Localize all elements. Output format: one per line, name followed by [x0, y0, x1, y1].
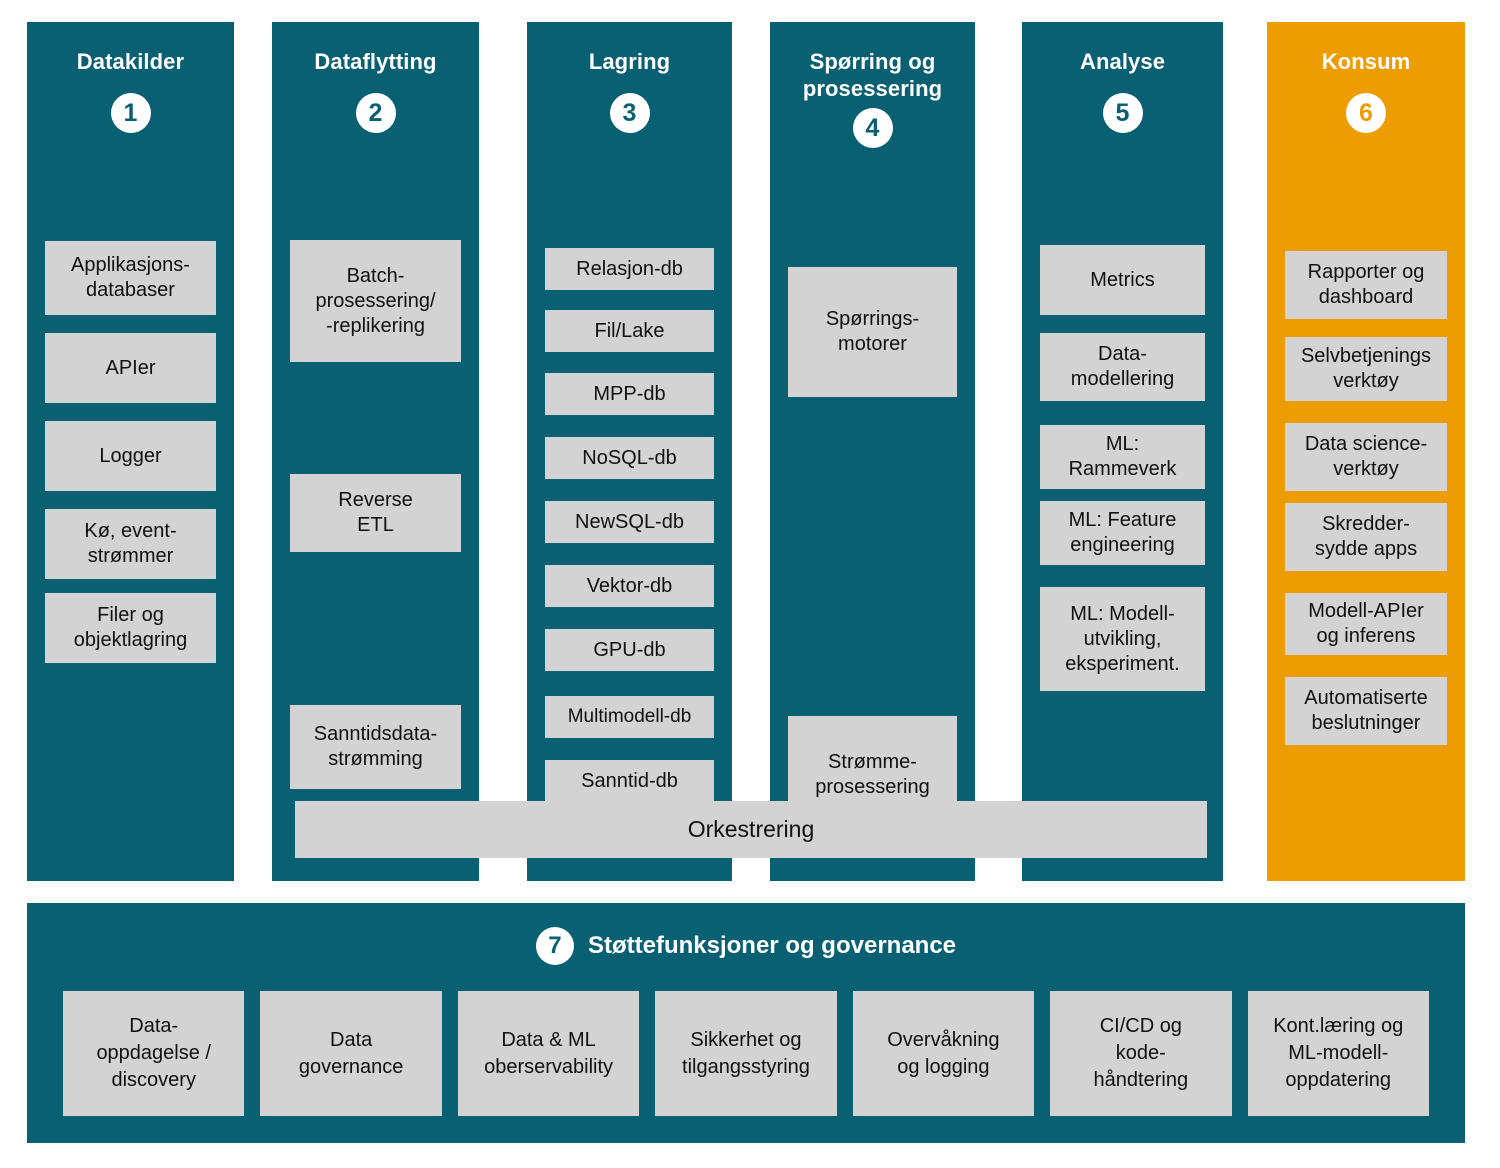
item-chip[interactable]: Metrics — [1040, 245, 1205, 315]
item-chip[interactable]: Sanntid-db — [545, 760, 714, 802]
support-number-badge: 7 — [535, 927, 574, 965]
item-chip[interactable]: ML:Rammeverk — [1040, 425, 1205, 489]
item-chip[interactable]: Spørrings-motorer — [788, 267, 957, 397]
item-chip[interactable]: Batch-prosessering/-replikering — [290, 240, 461, 362]
item-chip[interactable]: Kø, event-strømmer — [45, 509, 216, 579]
item-chip[interactable]: GPU-db — [545, 629, 714, 671]
item-chip[interactable]: Relasjon-db — [545, 248, 714, 290]
item-chip[interactable]: Sanntidsdata-strømming — [290, 705, 461, 789]
column-title-analyse: Analyse — [1079, 49, 1166, 74]
column-title-lagring: Lagring — [588, 49, 671, 74]
support-title: Støttefunksjoner og governance — [587, 932, 957, 959]
item-chip[interactable]: MPP-db — [545, 373, 714, 415]
column-title-konsum: Konsum — [1321, 49, 1411, 74]
item-chip[interactable]: Logger — [45, 421, 216, 491]
item-chip[interactable]: Vektor-db — [545, 565, 714, 607]
item-chip[interactable]: NoSQL-db — [545, 437, 714, 479]
support-functions-bar: 7 Støttefunksjoner og governance Data-op… — [27, 903, 1465, 1143]
item-chip[interactable]: NewSQL-db — [545, 501, 714, 543]
column-number-badge-konsum: 6 — [1346, 93, 1386, 133]
item-chip[interactable]: Skredder-sydde apps — [1285, 503, 1447, 571]
item-chip[interactable]: Data-modellering — [1040, 333, 1205, 401]
item-chip[interactable]: APIer — [45, 333, 216, 403]
item-chip[interactable]: ML: Modell-utvikling,eksperiment. — [1040, 587, 1205, 691]
column-number-badge-analyse: 5 — [1102, 93, 1143, 133]
support-item-chip[interactable]: Data-oppdagelse /discovery — [63, 991, 245, 1116]
column-title-dataflytting: Dataflytting — [314, 49, 437, 74]
support-header: 7 Støttefunksjoner og governance — [27, 927, 1465, 965]
orkestrering-band: Orkestrering — [295, 801, 1207, 858]
item-chip[interactable]: Applikasjons-databaser — [45, 241, 216, 315]
item-chip[interactable]: Multimodell-db — [545, 696, 714, 738]
column-number-badge-lagring: 3 — [609, 93, 650, 133]
column-title-datakilder: Datakilder — [76, 49, 185, 74]
column-number-badge-dataflytting: 2 — [355, 93, 396, 133]
column-number-badge-datakilder: 1 — [110, 93, 151, 133]
column-number-badge-sporring-og-prosessering: 4 — [852, 108, 893, 148]
item-chip[interactable]: Fil/Lake — [545, 310, 714, 352]
item-chip[interactable]: Data science-verktøy — [1285, 423, 1447, 491]
